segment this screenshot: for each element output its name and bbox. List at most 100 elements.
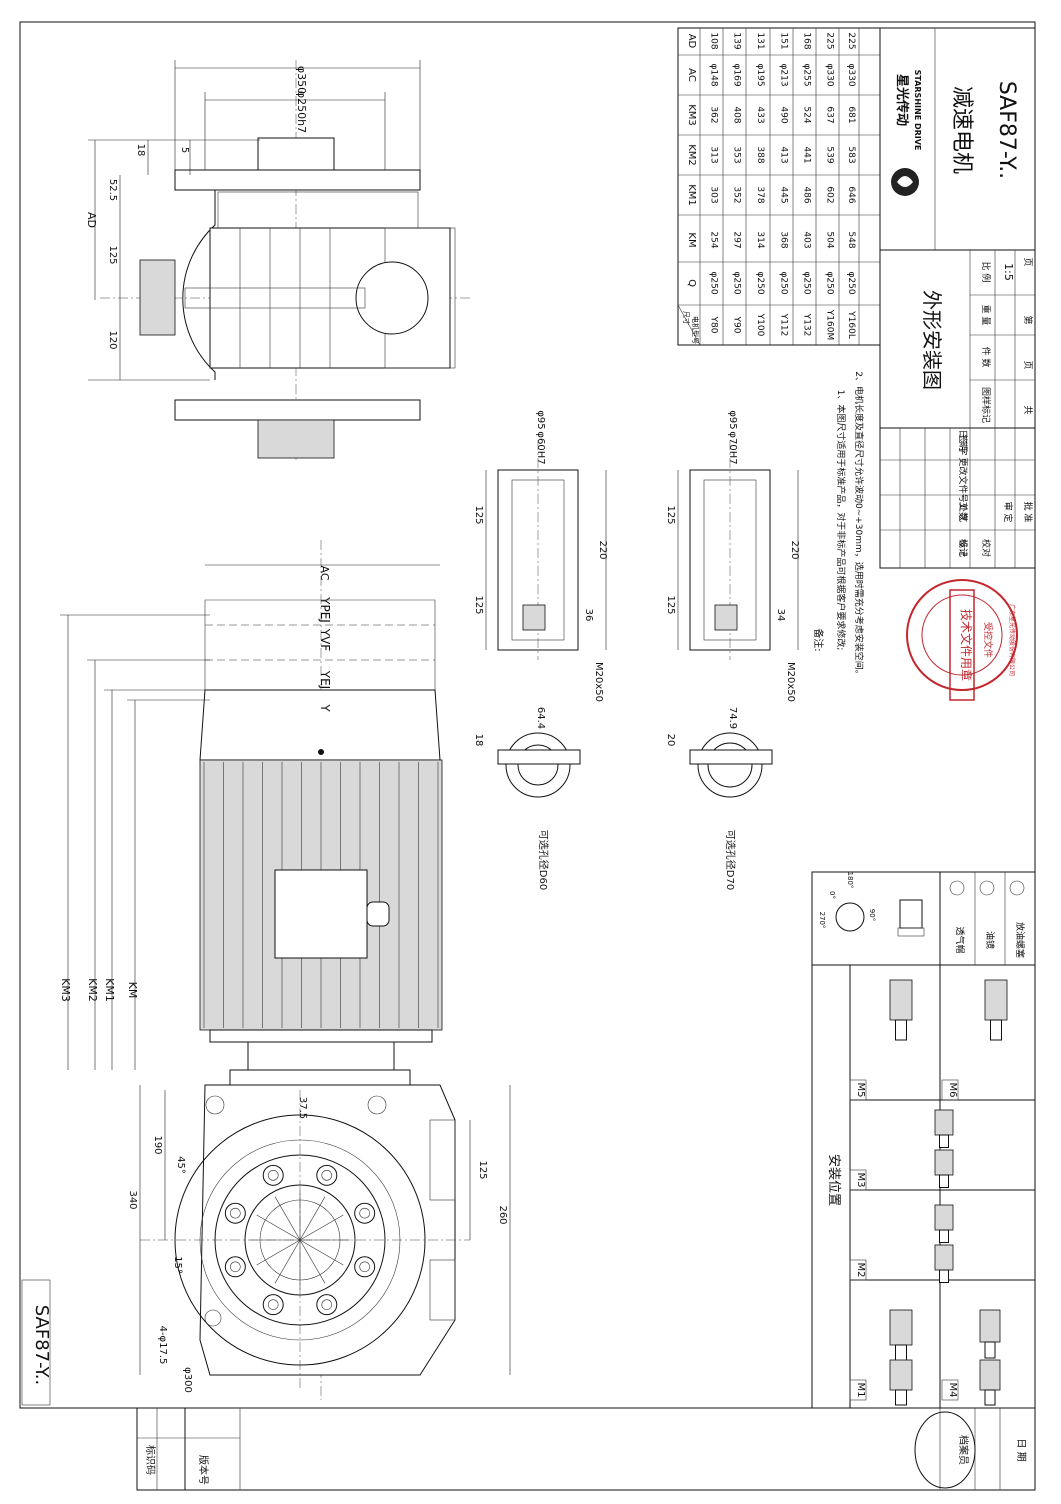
tb-sign: 签 字 bbox=[957, 435, 969, 456]
table-cell: φ169 bbox=[732, 63, 742, 86]
tb-role-process: 工 艺 bbox=[957, 502, 968, 523]
dim-km-2: KM1 bbox=[103, 978, 116, 1002]
table-cell: 486 bbox=[802, 186, 812, 203]
dim-260: 260 bbox=[497, 1205, 508, 1224]
install-pos-M6: M6 bbox=[947, 1083, 958, 1098]
terminal-box bbox=[139, 259, 176, 336]
d60-outer: φ95 bbox=[535, 410, 546, 429]
table-cell: 314 bbox=[755, 231, 765, 248]
glyph-m6-a bbox=[984, 979, 1008, 1021]
d70-bore: φ70H7 bbox=[727, 431, 738, 464]
stamp-ring-text: 广东星光传动股份有限公司 bbox=[1008, 604, 1016, 676]
table-header-KM: KM bbox=[686, 232, 697, 247]
tb-page: 第 bbox=[1022, 315, 1034, 324]
table-row-model: Y100 bbox=[755, 313, 765, 337]
glyph-m3-b bbox=[934, 1149, 954, 1176]
table-cell: 368 bbox=[779, 231, 789, 248]
install-legend-0: 透气帽 bbox=[954, 926, 966, 953]
table-cell: 646 bbox=[846, 186, 856, 203]
glyph-m2-a bbox=[934, 1204, 954, 1231]
brand-cn: 星光传动 bbox=[894, 74, 910, 126]
notes: 备注:1、本图尺寸适用于标准产品，对于非标产品可根据客户要求修改;2、电机长度及… bbox=[812, 371, 865, 679]
dim-340: 340 bbox=[127, 1190, 138, 1209]
bolt-hole bbox=[354, 1202, 376, 1224]
table-cell: φ213 bbox=[779, 63, 789, 86]
table-corner-top: 尺寸 bbox=[682, 311, 691, 325]
bolt-hole bbox=[354, 1256, 376, 1278]
d70-keywidth: 20 bbox=[665, 734, 676, 747]
table-header-Q: Q bbox=[686, 279, 697, 287]
table-header-AD: AD bbox=[686, 34, 697, 49]
outer-frame bbox=[19, 21, 1036, 1409]
table-cell: 403 bbox=[802, 231, 812, 248]
d70-220: 220 bbox=[789, 540, 800, 559]
table-cell: φ250 bbox=[709, 271, 719, 294]
install-pos-M3: M3 bbox=[855, 1173, 866, 1188]
table-cell: 539 bbox=[825, 146, 835, 163]
brand-en: STARSHINE DRIVE bbox=[913, 70, 922, 151]
d60-keyway: 64.4 bbox=[535, 707, 546, 729]
table-cell: 225 bbox=[846, 32, 856, 49]
d70-thread: M20x50 bbox=[785, 662, 796, 702]
table-cell: φ250 bbox=[802, 271, 812, 294]
dim-ac: AC bbox=[318, 565, 331, 580]
table-cell: 108 bbox=[709, 32, 719, 49]
bottom-strip bbox=[136, 1407, 1036, 1491]
bolt-hole bbox=[224, 1256, 246, 1278]
table-cell: 297 bbox=[732, 231, 742, 248]
table-cell: φ148 bbox=[709, 63, 719, 86]
table-cell: φ195 bbox=[755, 63, 765, 86]
tb-sign: 处数 bbox=[957, 503, 969, 521]
table-header-KM1: KM1 bbox=[686, 184, 697, 206]
table-cell: 168 bbox=[802, 32, 812, 49]
d60-220: 220 bbox=[597, 540, 608, 559]
dim-motor-type-3: Y bbox=[318, 703, 332, 712]
d70-125a: 125 bbox=[665, 505, 676, 524]
d60-thread: M20x50 bbox=[593, 662, 604, 702]
caption-d70: 可选孔径D70 bbox=[724, 830, 737, 890]
bolt-hole bbox=[262, 1164, 284, 1186]
table-cell: 303 bbox=[709, 186, 719, 203]
table-cell: 504 bbox=[825, 231, 835, 248]
table-cell: 353 bbox=[732, 146, 742, 163]
table-header-AC: AC bbox=[686, 68, 697, 82]
glyph-m1-b bbox=[889, 1359, 913, 1391]
note-1: 1、本图尺寸适用于标准产品，对于非标产品可根据客户要求修改; bbox=[835, 390, 847, 651]
tb-scale: 1:5 bbox=[1002, 263, 1015, 281]
dim-flange-thk: 18 bbox=[135, 144, 146, 157]
dim-km-3: KM bbox=[126, 982, 139, 999]
table-row-model: Y160L bbox=[846, 310, 856, 339]
table-cell: 352 bbox=[732, 186, 742, 203]
table-row-model: Y90 bbox=[732, 316, 742, 334]
dim-motor-type-0: YPEJ bbox=[318, 596, 332, 623]
table-cell: 408 bbox=[732, 106, 742, 123]
table-cell: φ250 bbox=[779, 271, 789, 294]
table-cell: 445 bbox=[779, 186, 789, 203]
tb-sign: 标记 bbox=[957, 539, 969, 557]
caption-d60: 可选孔径D60 bbox=[537, 830, 550, 890]
table-cell: 131 bbox=[755, 32, 765, 49]
table-cell: φ330 bbox=[825, 63, 835, 86]
table-cell: 139 bbox=[732, 32, 742, 49]
tb-header: 件 数 bbox=[980, 347, 992, 368]
tb-page: 页 bbox=[1022, 360, 1033, 369]
tb-role-design: 设计 bbox=[957, 539, 969, 557]
bolt-hole-inner bbox=[359, 1261, 370, 1273]
table-cell: φ250 bbox=[755, 271, 765, 294]
table-cell: 524 bbox=[802, 106, 812, 123]
dim-45deg: 45° bbox=[175, 1156, 186, 1174]
angle-270: 270° bbox=[818, 912, 826, 929]
tb-sign: 更改文件号 bbox=[957, 457, 969, 502]
table-cell: 602 bbox=[825, 186, 835, 203]
stamp-main-text: 技术文件用章 bbox=[959, 609, 974, 681]
glyph-m5-a bbox=[889, 979, 913, 1021]
glyph-m3-a bbox=[934, 1109, 954, 1136]
dim-15deg: 15° bbox=[172, 1256, 183, 1274]
dim-km-1: KM2 bbox=[86, 978, 99, 1002]
table-cell: 583 bbox=[846, 146, 856, 163]
table-cell: 490 bbox=[779, 106, 789, 123]
angle-90: 90° bbox=[868, 909, 876, 921]
note-2: 2、电机长度及直径尺寸允许波动0~+30mm，选用时需充分考虑安装空间。 bbox=[853, 371, 865, 679]
product-name: 减速电机 bbox=[949, 86, 974, 174]
